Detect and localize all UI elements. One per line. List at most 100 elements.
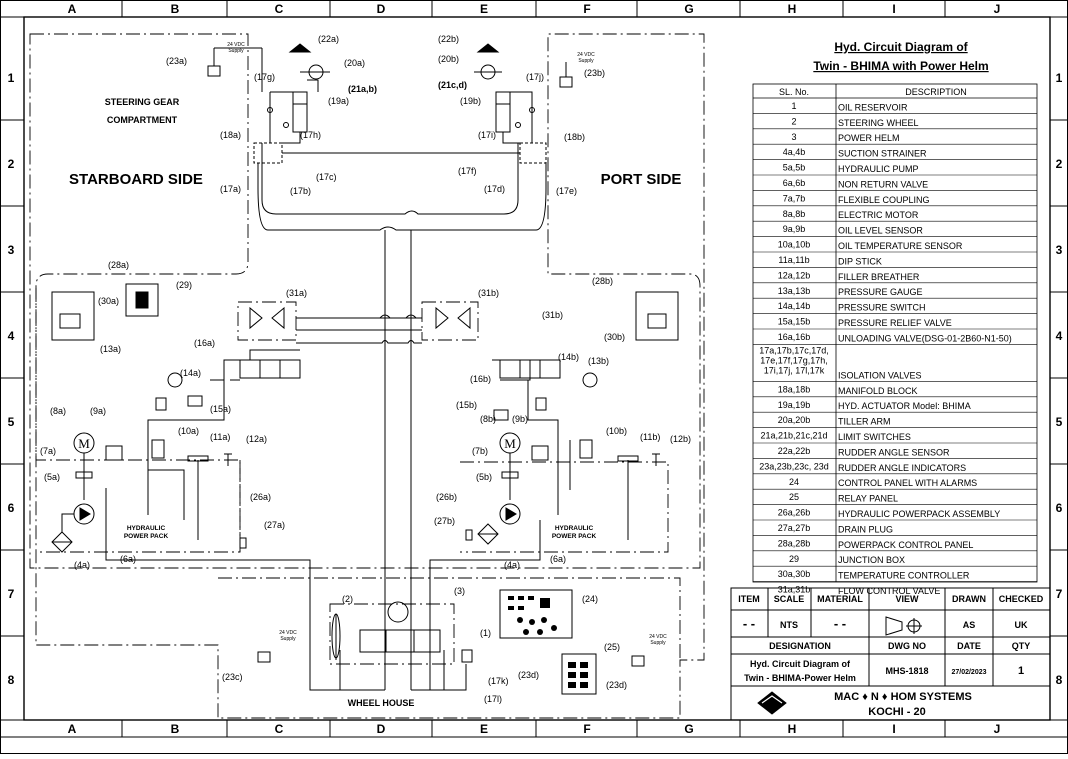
zone-row-3-right: 3 — [1056, 243, 1063, 257]
parts-row-sl: 6a,6b — [783, 178, 806, 188]
callout-22b: (22b) — [438, 34, 459, 44]
tb-material: MATERIAL — [817, 594, 863, 604]
callout-21cd: (21c,d) — [438, 80, 467, 90]
pressure-gauge-13b — [582, 372, 598, 388]
parts-row-sl: 29 — [789, 554, 799, 564]
callout-29: (29) — [176, 280, 192, 290]
zone-col-a: A — [68, 2, 77, 16]
pressure-gauge-13a — [167, 372, 183, 388]
temp-sensor-10a — [151, 439, 165, 459]
indicator-23c — [257, 651, 271, 663]
zone-row-7: 7 — [8, 587, 15, 601]
zone-row-6-right: 6 — [1056, 501, 1063, 515]
powerpack-b: M — [465, 432, 660, 545]
parts-row-desc: CONTROL PANEL WITH ALARMS — [838, 478, 977, 488]
parts-row-desc: PRESSURE RELIEF VALVE — [838, 318, 952, 328]
zone-col-c-bottom: C — [275, 722, 284, 736]
callout-8b: (8b) — [480, 414, 496, 424]
tb-view: VIEW — [895, 594, 919, 604]
parts-row-sl: 13a,13b — [778, 286, 811, 296]
callout-17e: (17e) — [556, 186, 577, 196]
supply-d-line2: Supply — [650, 640, 666, 646]
relief-valve-15a — [187, 395, 203, 407]
parts-row-sl: 31a,31b — [778, 585, 811, 595]
callout-3: (3) — [454, 586, 465, 596]
zone-row-1: 1 — [8, 71, 15, 85]
parts-row-sl: 21a,21b,21c,21d — [760, 431, 827, 441]
zone-col-g-bottom: G — [684, 722, 693, 736]
callout-30a: (30a) — [98, 296, 119, 306]
zone-col-d: D — [377, 2, 386, 16]
callout-17c: (17c) — [316, 172, 337, 182]
flow-control-31b — [435, 306, 471, 330]
callout-10b: (10b) — [606, 426, 627, 436]
parts-row-sl: 5a,5b — [783, 163, 806, 173]
title-line-2: Twin - BHIMA with Power Helm — [813, 59, 988, 73]
callout-23d: (23d) — [606, 680, 627, 690]
title-block — [730, 587, 1051, 721]
tb-date: DATE — [957, 641, 981, 651]
callout-23d-second: (23d) — [518, 670, 539, 680]
parts-row-desc: RELAY PANEL — [838, 494, 898, 504]
wheel-house-label: WHEEL HOUSE — [348, 698, 415, 708]
callout-2: (2) — [342, 594, 353, 604]
rudder-sensor-22b — [476, 43, 500, 53]
zone-row-5: 5 — [8, 415, 15, 429]
tb-dwg-no-val: MHS-1818 — [885, 666, 928, 676]
parts-row-desc: TEMPERATURE CONTROLLER — [838, 571, 970, 581]
callout-14a: (14a) — [180, 368, 201, 378]
title-line-1: Hyd. Circuit Diagram of — [834, 40, 968, 54]
parts-row-sl: 9a,9b — [783, 224, 806, 234]
callout-31a: (31a) — [286, 288, 307, 298]
unloading-valve-16b — [499, 359, 561, 379]
zone-row-2-right: 2 — [1056, 157, 1063, 171]
callout-24: (24) — [582, 594, 598, 604]
callout-12b: (12b) — [670, 434, 691, 444]
zone-row-8-right: 8 — [1056, 673, 1063, 687]
rudder-indicators — [207, 47, 645, 667]
parts-row-sl: 22a,22b — [778, 446, 811, 456]
tb-scale: SCALE — [774, 594, 805, 604]
zone-row-4-right: 4 — [1056, 329, 1063, 343]
wheel-house-equipment — [331, 589, 597, 695]
callout-9b: (9b) — [512, 414, 528, 424]
parts-row-desc: OIL LEVEL SENSOR — [838, 226, 923, 236]
parts-row-sl: 20a,20b — [778, 415, 811, 425]
parts-row-sl: 30a,30b — [778, 569, 811, 579]
parts-row-desc: ISOLATION VALVES — [838, 370, 922, 380]
parts-row-desc: PRESSURE SWITCH — [838, 303, 926, 313]
panel-28a — [51, 291, 95, 341]
parts-row-desc: OIL TEMPERATURE SENSOR — [838, 241, 963, 251]
hpp-b-label-1: HYDRAULIC — [555, 525, 594, 532]
parts-row-sl: 2 — [791, 116, 796, 126]
callout-4b: (4a) — [504, 560, 520, 570]
rudder-sensor-22a — [288, 43, 312, 53]
callout-26a: (26a) — [250, 492, 271, 502]
zone-row-2: 2 — [8, 157, 15, 171]
svg-text:M: M — [504, 436, 516, 451]
region-labels: STEERING GEAR COMPARTMENT STARBOARD SIDE… — [69, 97, 681, 708]
zone-col-i: I — [892, 2, 895, 16]
tb-item-val: - - — [743, 616, 755, 631]
zone-col-i-bottom: I — [892, 722, 895, 736]
zone-col-f-bottom: F — [583, 722, 590, 736]
parts-row-desc: HYDRAULIC POWERPACK ASSEMBLY — [838, 509, 1000, 519]
callout-26b: (26b) — [436, 492, 457, 502]
parts-row-desc: LIMIT SWITCHES — [838, 432, 911, 442]
parts-row-sl: 11a,11b — [778, 255, 809, 265]
parts-row-sl: 16a,16b — [778, 332, 811, 342]
starboard-side-label: STARBOARD SIDE — [69, 171, 203, 188]
title-block-text: ITEM SCALE MATERIAL VIEW DRAWN CHECKED -… — [738, 594, 1043, 718]
compartment-boundaries — [29, 33, 705, 719]
callout-17h: (17h) — [300, 130, 321, 140]
parts-row-desc: DIP STICK — [838, 256, 882, 266]
zone-col-a-bottom: A — [68, 722, 77, 736]
callout-5a: (5a) — [44, 472, 60, 482]
supply-b-line1: 24 VDC — [577, 52, 595, 58]
callout-10a: (10a) — [178, 426, 199, 436]
actuator-19b — [495, 91, 511, 133]
callout-15b: (15b) — [456, 400, 477, 410]
temp-sensor-10b — [579, 439, 593, 459]
callout-22a: (22a) — [318, 34, 339, 44]
supply-a-line1: 24 VDC — [227, 42, 245, 48]
